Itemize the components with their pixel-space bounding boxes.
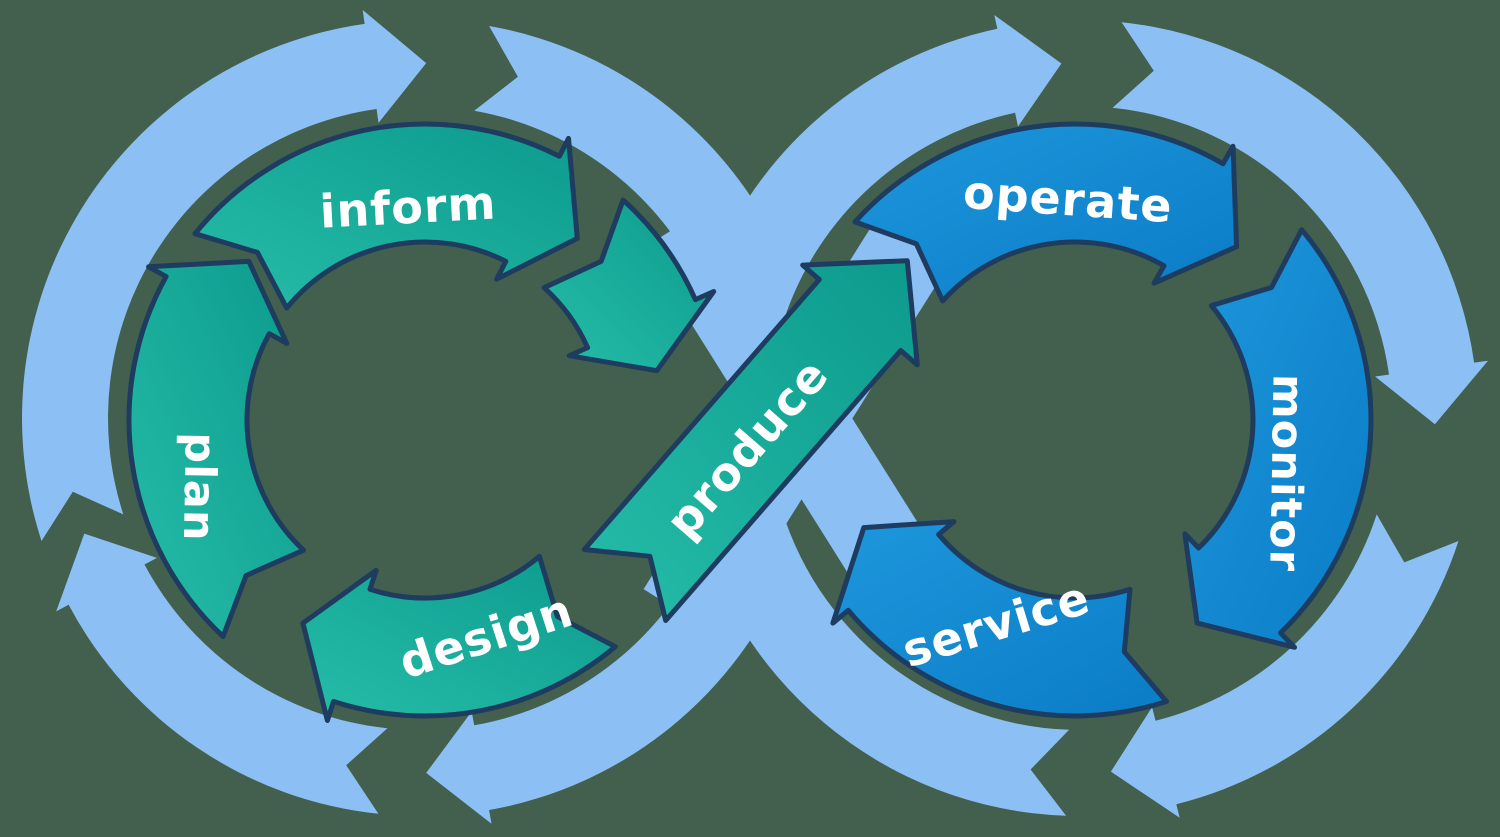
outer-arc-right-lower-left	[677, 436, 1070, 816]
outer-arc-left-top	[22, 10, 427, 541]
segment-monitor	[1182, 227, 1374, 650]
outer-arc-left-bottom	[426, 534, 789, 824]
segment-produce	[581, 258, 920, 623]
segment-design	[300, 553, 618, 723]
segment-plan	[126, 258, 307, 639]
segment-service	[830, 519, 1169, 719]
segment-operate	[852, 121, 1240, 304]
segment-inform	[192, 121, 580, 311]
right-cycle	[830, 121, 1374, 719]
outer-arc-right-bottom	[1110, 514, 1459, 818]
label-plan: plan	[173, 432, 225, 542]
crossing-arrow	[581, 258, 920, 623]
outer-arc-right-top	[701, 15, 1062, 322]
outer-arc-left-lower-left	[56, 533, 388, 814]
left-cycle	[126, 121, 717, 723]
outer-arc-right-side	[1112, 22, 1488, 425]
segment-connector-arrow	[541, 197, 717, 374]
label-monitor: monitor	[1259, 374, 1312, 573]
label-inform: inform	[318, 176, 497, 239]
